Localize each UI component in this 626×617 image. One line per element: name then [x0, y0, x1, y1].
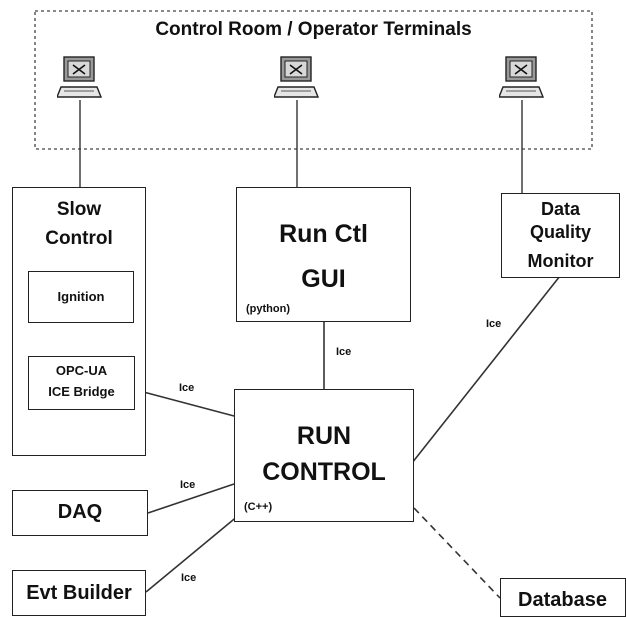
control-room-boundary — [34, 10, 593, 150]
computer-terminal-icon — [274, 56, 320, 98]
dqm-line1: Data — [540, 199, 580, 219]
slow-control-title-line2: Control — [45, 228, 113, 249]
dqm-to-run-control — [411, 275, 561, 464]
dqm-line3: Monitor — [527, 251, 594, 271]
run-ctl-gui-line2: GUI — [301, 265, 346, 293]
computer-terminal-icon — [499, 56, 545, 98]
ice-label-dqm-run-control: Ice — [486, 318, 502, 330]
run-ctl-gui-language: (python) — [246, 303, 290, 315]
bridge-label-line1: OPC-UA — [55, 363, 108, 378]
computer-terminal-icon — [57, 56, 103, 98]
data-quality-monitor-box — [501, 193, 620, 278]
run-ctl-gui-box — [236, 187, 411, 322]
opc-ua-ice-bridge-box — [28, 356, 135, 410]
ignition-label: Ignition — [57, 289, 105, 304]
database-label: Database — [518, 589, 607, 611]
slow-control-title-line1: Slow — [56, 199, 102, 220]
daq-label: DAQ — [57, 501, 103, 523]
run-control-to-database — [413, 507, 501, 599]
dqm-line2: Quality — [529, 222, 591, 242]
database-box — [500, 578, 626, 617]
evt-builder-label: Evt Builder — [26, 582, 132, 604]
ice-label-gui-run-control: Ice — [336, 346, 352, 358]
run-ctl-gui-line1: Run Ctl — [279, 220, 368, 248]
evt-builder-box — [12, 570, 146, 616]
daq-box — [12, 490, 148, 536]
bridge-label-line2: ICE Bridge — [48, 384, 115, 399]
ignition-box — [28, 271, 134, 323]
ice-label-evtbuilder-run-control: Ice — [181, 572, 197, 584]
run-control-line2: CONTROL — [262, 458, 386, 486]
run-control-language: (C++) — [244, 501, 273, 513]
ice-label-daq-run-control: Ice — [180, 479, 196, 491]
control-room-title: Control Room / Operator Terminals — [155, 19, 472, 40]
ice-label-bridge-run-control: Ice — [179, 382, 195, 394]
daq-to-run-control — [147, 483, 235, 514]
run-control-line1: RUN — [296, 422, 352, 450]
bridge-to-run-control — [135, 389, 235, 417]
run-control-box — [234, 389, 414, 522]
